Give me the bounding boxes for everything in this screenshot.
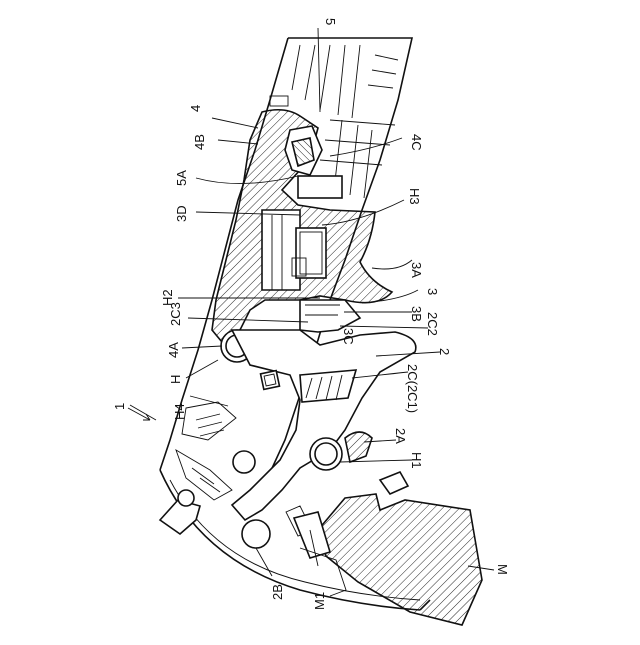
label-H: H	[168, 375, 183, 384]
label-2A: 2A	[393, 428, 408, 444]
label-5A: 5A	[174, 170, 189, 186]
bracket-tip	[160, 490, 200, 534]
label-4C: 4C	[409, 134, 424, 151]
label-H1: H1	[409, 452, 424, 469]
label-5: 5	[323, 18, 338, 25]
label-3B: 3B	[409, 306, 424, 322]
label-2B: 2B	[270, 584, 285, 600]
label-M1: M1	[312, 592, 327, 610]
label-3D: 3D	[174, 205, 189, 222]
label-2: 2	[437, 348, 452, 355]
label-H3: H3	[407, 188, 422, 205]
label-3: 3	[425, 288, 440, 295]
label-3C: 3C	[341, 328, 356, 345]
label-3A: 3A	[409, 262, 424, 278]
label-2C2C1: 2C(2C1)	[405, 364, 420, 413]
label-4: 4	[188, 105, 203, 112]
label-4B: 4B	[192, 134, 207, 150]
label-1: 1	[112, 403, 127, 410]
label-4A: 4A	[166, 342, 181, 358]
label-H4: H4	[172, 403, 187, 420]
label-2C2: 2C2	[425, 312, 440, 336]
label-2C3: 2C3	[168, 302, 183, 326]
label-M: M	[495, 564, 510, 575]
part-5	[285, 126, 342, 198]
